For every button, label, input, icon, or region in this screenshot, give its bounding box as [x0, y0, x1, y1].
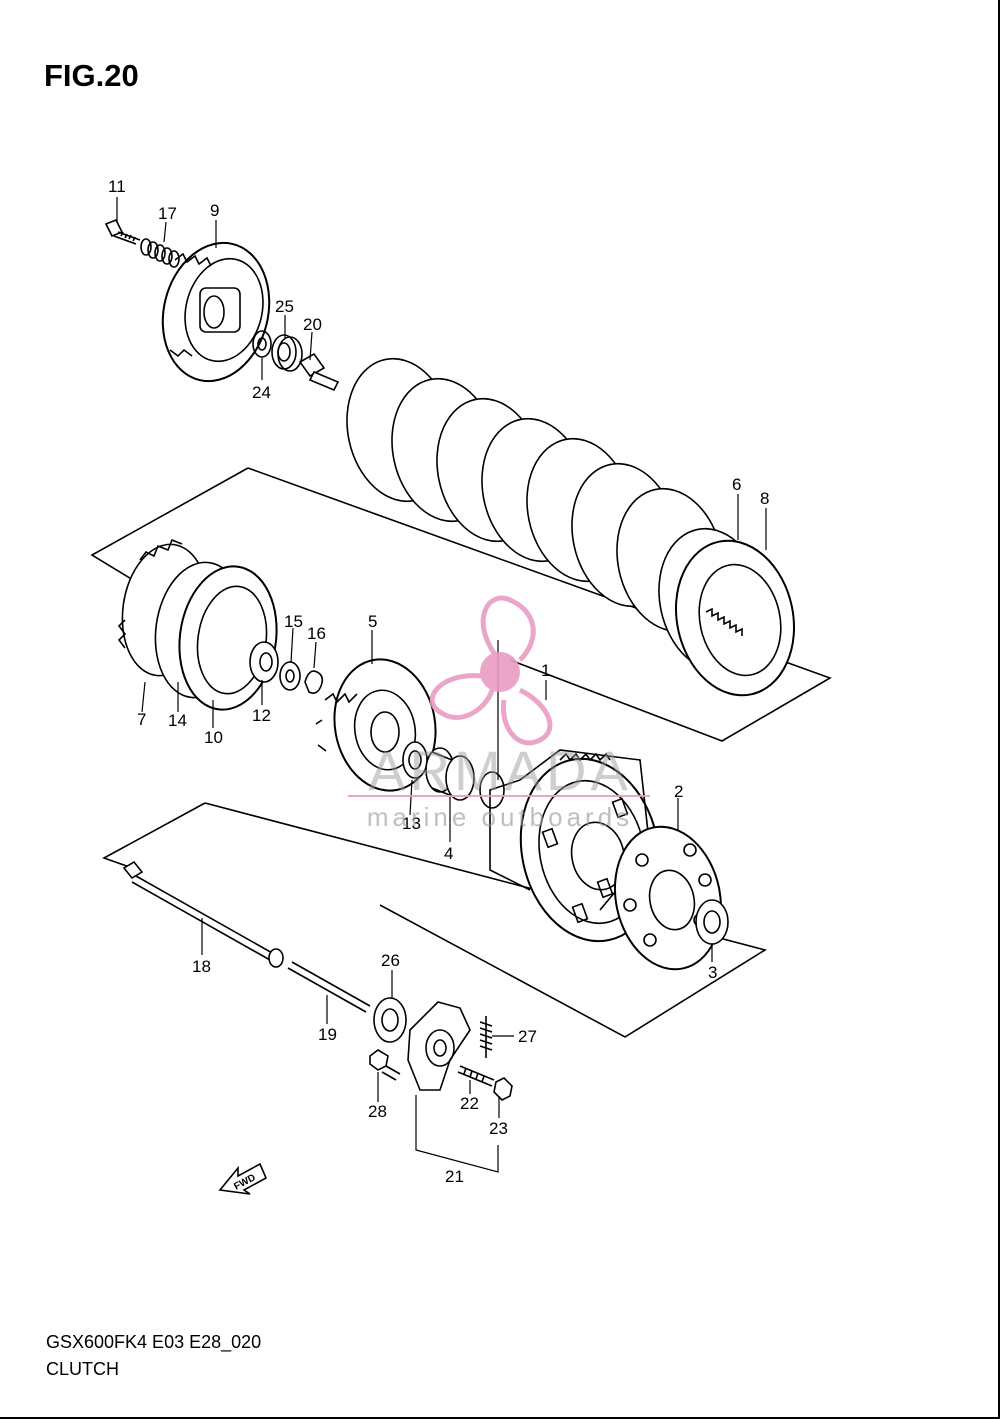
- callout-21: 21: [445, 1167, 464, 1186]
- push-rod-part-18: [122, 860, 284, 968]
- callout-17: 17: [158, 204, 177, 223]
- watermark-tagline: marine outboards: [367, 802, 633, 832]
- callout-28: 28: [368, 1102, 387, 1121]
- section-name: CLUTCH: [46, 1359, 120, 1379]
- callout-19: 19: [318, 1025, 337, 1044]
- bearing-part-25: [271, 334, 303, 372]
- nut-part-12: [249, 641, 279, 683]
- callout-15: 15: [284, 612, 303, 631]
- washer-part-15: [279, 661, 301, 691]
- callout-5: 5: [368, 612, 377, 631]
- callout-numbers: 11 17 9 25 20 24 6 8 5 15 16 1 7 14 10 1…: [108, 177, 769, 1186]
- forward-arrow-icon: FWD: [218, 1162, 268, 1195]
- bracket-upper-right: [247, 467, 832, 742]
- lock-nut-part-23: [493, 1077, 513, 1101]
- oil-seal-part-26: [373, 997, 407, 1043]
- callout-12: 12: [252, 706, 271, 725]
- callout-22: 22: [460, 1094, 479, 1113]
- callout-27: 27: [518, 1027, 537, 1046]
- callout-23: 23: [489, 1119, 508, 1138]
- callout-1: 1: [541, 661, 550, 680]
- callout-7: 7: [137, 710, 146, 729]
- callout-24: 24: [252, 383, 271, 402]
- watermark-brand: ARMADA: [368, 739, 632, 802]
- washer-part-3: [695, 899, 729, 945]
- callout-26: 26: [381, 951, 400, 970]
- callout-25: 25: [275, 297, 294, 316]
- callout-9: 9: [210, 201, 219, 220]
- sleeve-hub-parts-7-14-10: [117, 538, 278, 711]
- pressure-plate-part-9: [161, 241, 271, 383]
- armada-watermark: ARMADA marine outboards: [348, 595, 650, 832]
- propeller-icon: [429, 595, 553, 746]
- figure-title: FIG.20: [44, 58, 139, 93]
- push-rod-part-19: [287, 961, 371, 1013]
- callout-13: 13: [402, 814, 421, 833]
- adjusting-screw-part-22: [457, 1065, 495, 1087]
- callout-20: 20: [303, 315, 322, 334]
- callout-18: 18: [192, 957, 211, 976]
- callout-8: 8: [760, 489, 769, 508]
- bracket-lower-right: [204, 802, 768, 1038]
- bolt-part-11: [104, 218, 141, 245]
- callout-10: 10: [204, 728, 223, 747]
- spring-part-27: [479, 1016, 493, 1058]
- callout-3: 3: [708, 963, 717, 982]
- lock-washer-part-16: [304, 670, 324, 694]
- clutch-release-part-21: [407, 1001, 471, 1091]
- washer-part-24: [252, 330, 272, 358]
- callout-6: 6: [732, 475, 741, 494]
- oil-pump-drive-gear-part-2: [613, 825, 723, 971]
- bolt-part-28: [369, 1049, 401, 1081]
- callout-11: 11: [108, 177, 126, 196]
- bracket-upper: [90, 467, 249, 581]
- spring-part-17: [140, 238, 180, 268]
- callout-4: 4: [444, 844, 453, 863]
- callout-2: 2: [674, 782, 683, 801]
- bracket-lower: [102, 802, 206, 871]
- push-rod-part-20: [298, 352, 340, 392]
- callout-14: 14: [168, 711, 187, 730]
- callout-16: 16: [307, 624, 326, 643]
- leader-lines: [116, 197, 767, 1173]
- model-code: GSX600FK4 E03 E28_020: [46, 1332, 262, 1352]
- clutch-plate-stack: [346, 357, 796, 697]
- drawing-linework: [90, 197, 832, 1173]
